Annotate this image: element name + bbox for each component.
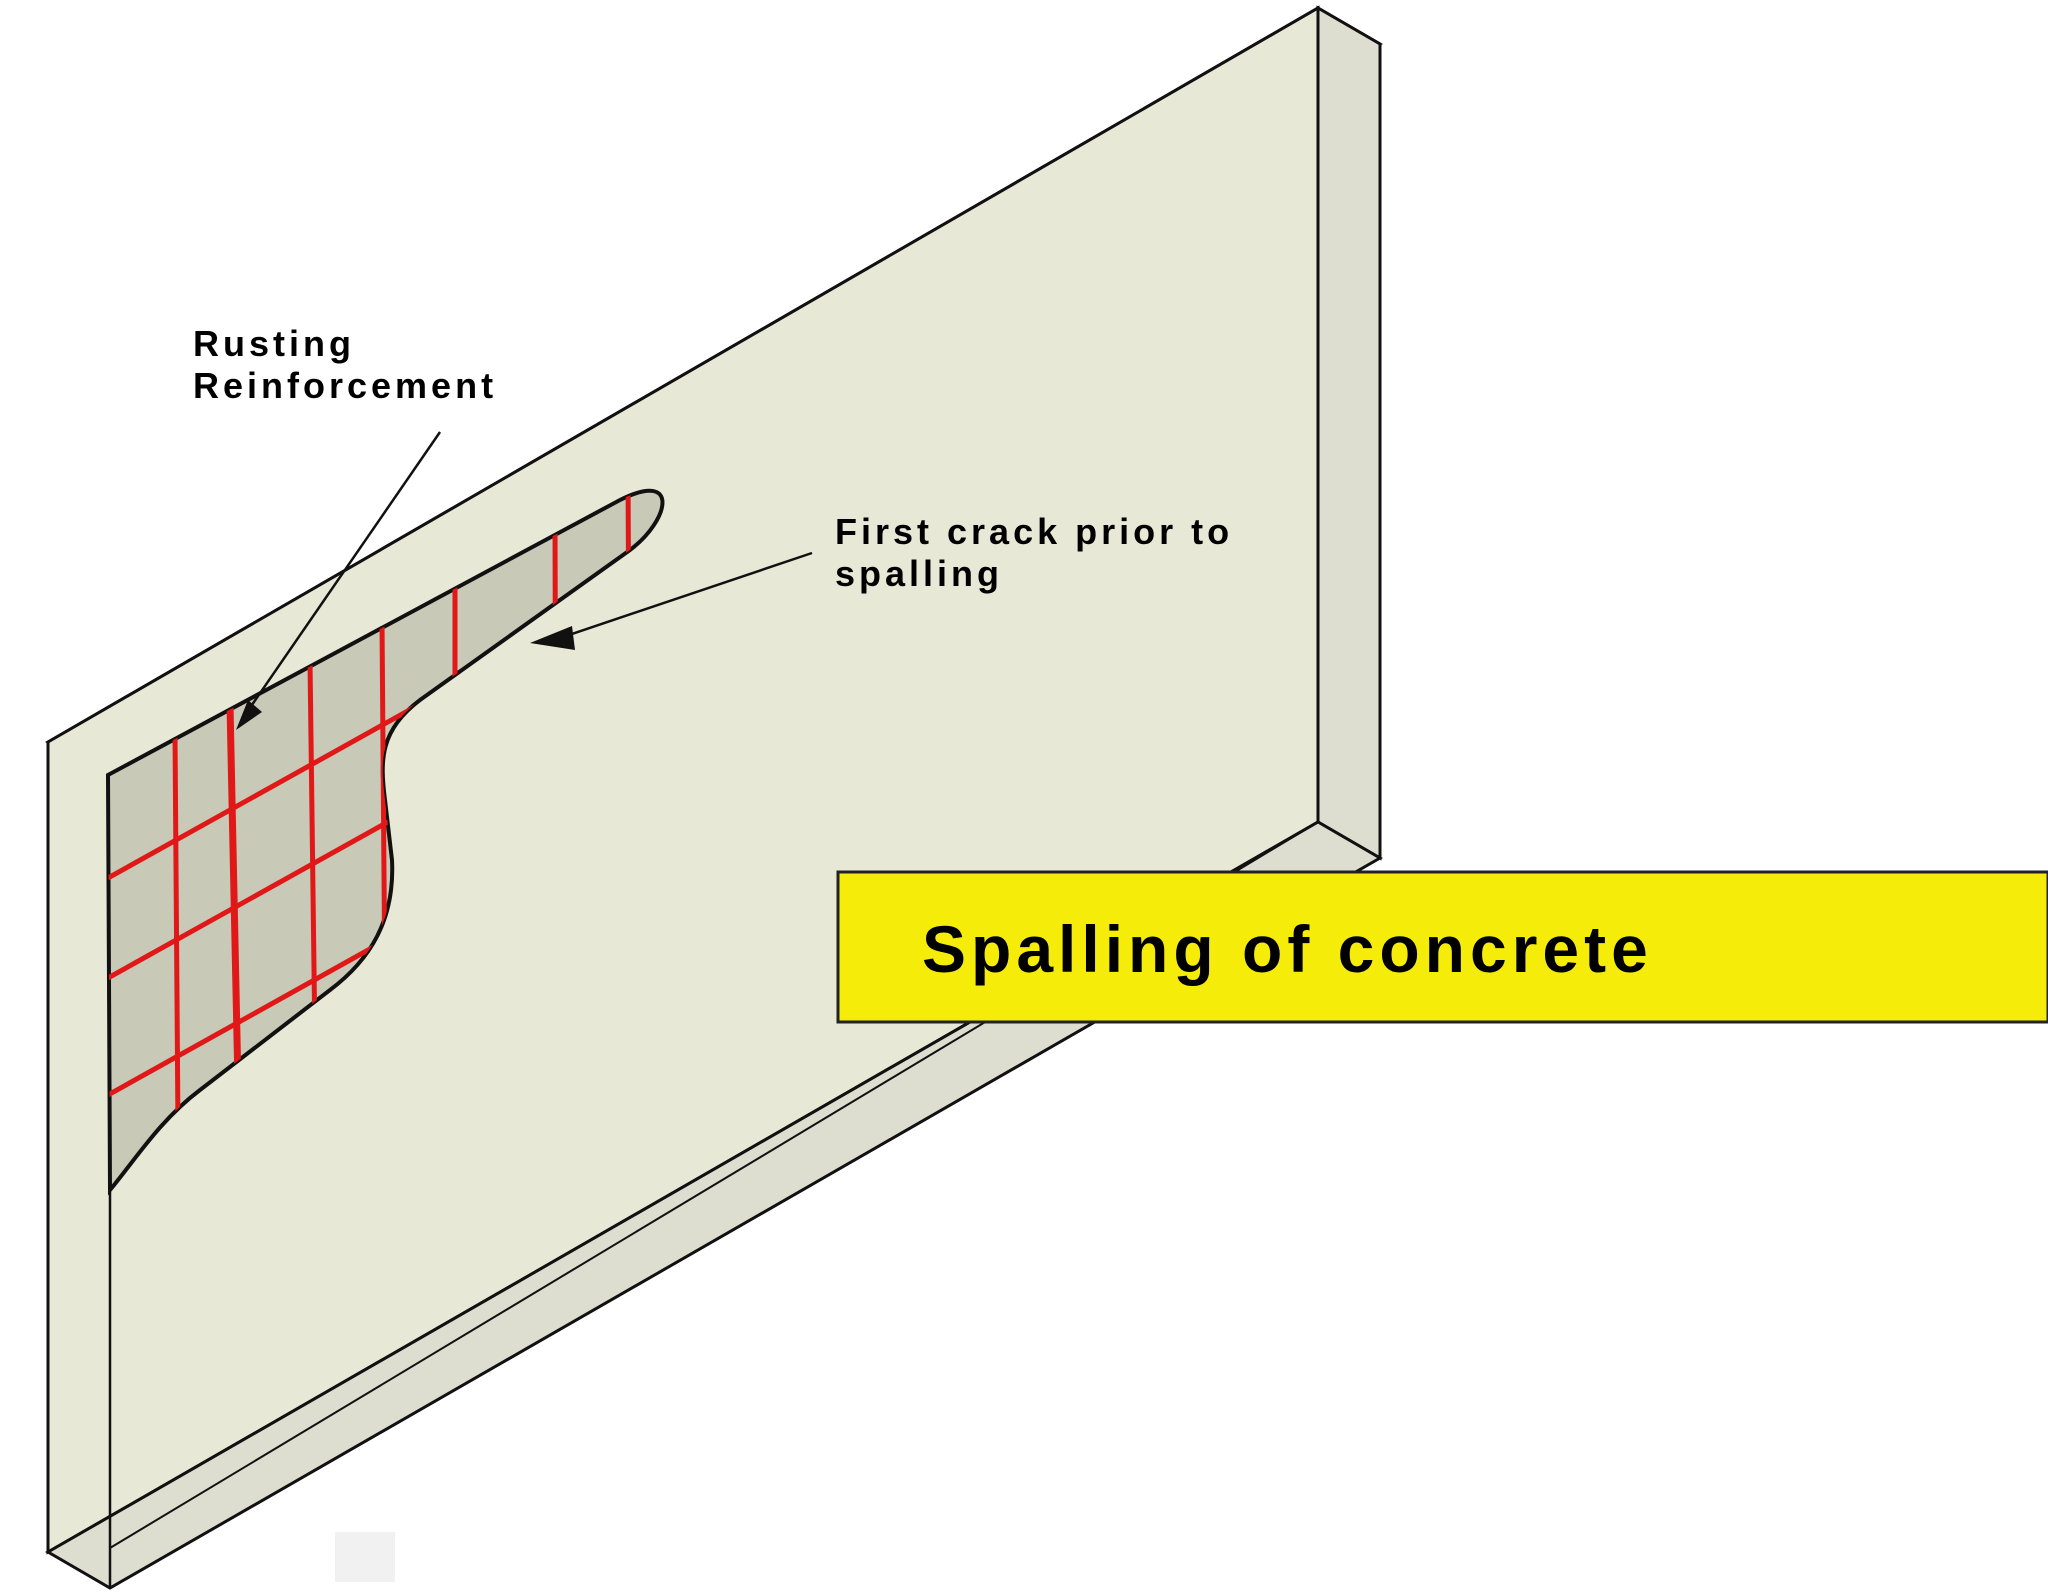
crack-label-line2: spalling [835, 553, 1003, 594]
title-banner: Spalling of concrete [836, 870, 2048, 1024]
slab-right-edge [1316, 5, 1382, 861]
crack-label-line1: First crack prior to [835, 511, 1233, 552]
rebar [172, 734, 181, 1131]
first-crack-label: First crack prior to spalling [835, 511, 1233, 594]
rusting-arrowhead [236, 700, 262, 730]
title-text: Spalling of concrete [922, 912, 1653, 986]
rusting-reinforcement-label: Rusting Reinforcement [193, 323, 497, 406]
rusting-label-line2: Reinforcement [193, 365, 497, 406]
rusting-label-line1: Rusting [193, 323, 355, 364]
small-mark [335, 1532, 395, 1582]
crack-arrowhead [530, 626, 575, 650]
rusting-leader-line [243, 431, 442, 716]
crack-leader-line [559, 551, 813, 640]
